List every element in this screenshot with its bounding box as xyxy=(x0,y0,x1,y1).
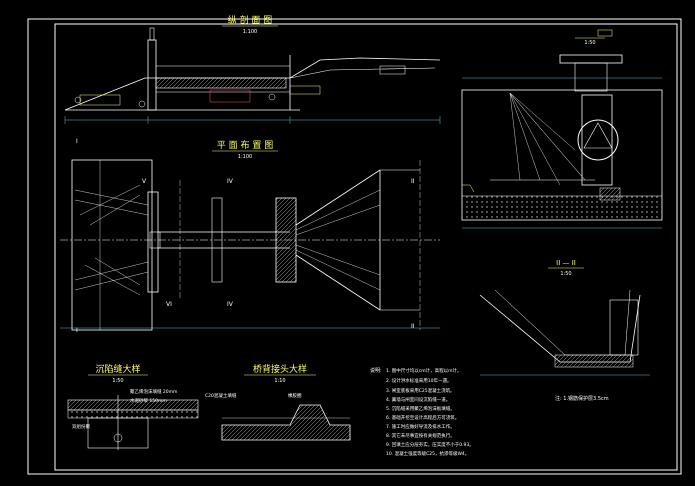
sheet-outer-frame xyxy=(27,18,682,475)
plan-scale: 1:100 xyxy=(238,154,252,160)
plan-view: 平 面 布 置 图 1:100 xyxy=(60,138,440,334)
bridge-note-1: C20混凝土填缝 xyxy=(205,392,237,399)
profile-scale: 1:100 xyxy=(243,29,257,35)
profile-view: 纵 剖 面 图 1:100 xyxy=(64,14,441,124)
note-line-8: 8. 其它未尽事宜按有关规范执行。 xyxy=(386,432,455,439)
notes-heading: 说明: xyxy=(370,367,382,374)
profile-title: 纵 剖 面 图 xyxy=(228,14,273,26)
notes-block: 说明: 1. 图中尺寸均以cm计，高程以m计。 2. 设计洪水标准采用10年一遇… xyxy=(370,367,474,457)
section-I-view: 1:50 xyxy=(461,29,663,229)
section-mark-I-top: I xyxy=(76,138,78,145)
note-line-9: 9. 回填土应分层夯实，压实度不小于0.93。 xyxy=(386,441,474,448)
plan-title: 平 面 布 置 图 xyxy=(217,139,273,151)
joint-scale: 1:50 xyxy=(112,378,123,384)
section-2-title: II — II xyxy=(556,259,576,267)
section-mark-IV-top: IV xyxy=(227,178,234,185)
joint-title: 沉陷缝大样 xyxy=(95,363,140,375)
joint-note-2: 水泥砂浆 150mm xyxy=(130,397,167,404)
note-line-4: 4. 翼墙与闸室间设沉陷缝一道。 xyxy=(386,396,450,403)
bridge-scale: 1:10 xyxy=(274,378,285,384)
note-line-6: 6. 基础开挖至设计高程后方可浇筑。 xyxy=(386,414,459,421)
note-line-1: 1. 图中尺寸均以cm计，高程以m计。 xyxy=(386,367,461,374)
joint-detail-view: 沉陷缝大样 1:50 聚乙烯泡沫填缝 20mm 水泥砂浆 150mm 双组份聚 xyxy=(67,363,199,450)
bridge-note-2: 橡胶圈 xyxy=(288,392,302,399)
joint-note-1: 聚乙烯泡沫填缝 20mm xyxy=(130,388,177,395)
section-II-view: II — II 1:50 注: 1.钢筋保护层3.5cm xyxy=(479,259,650,402)
note-line-5: 5. 沉陷缝采用聚乙烯泡沫板填缝。 xyxy=(386,405,455,412)
section-mark-VI: VI xyxy=(166,301,172,308)
bridge-title: 桥背接头大样 xyxy=(253,363,307,375)
section-mark-II-bottom: II xyxy=(411,323,415,330)
section-mark-V: V xyxy=(142,178,147,185)
note-line-2: 2. 设计洪水标准采用10年一遇。 xyxy=(386,377,451,384)
note-line-10: 10. 混凝土强度等级C25，抗渗等级W4。 xyxy=(386,450,469,457)
section-mark-IV-bottom: IV xyxy=(227,301,234,308)
section-mark-I-bottom: I xyxy=(76,327,78,334)
joint-note-3: 双组份聚 xyxy=(72,423,90,430)
note-line-3: 3. 闸室底板采用C25混凝土浇筑。 xyxy=(386,387,455,394)
section-mark-II-top: II xyxy=(411,178,415,185)
note-line-7: 7. 施工时应做好导流及排水工作。 xyxy=(386,423,455,430)
section-1-scale: 1:50 xyxy=(584,40,595,46)
bridge-head-detail-view: 桥背接头大样 1:10 C20混凝土填缝 橡胶圈 xyxy=(205,363,351,441)
section-2-note: 注: 1.钢筋保护层3.5cm xyxy=(555,395,609,402)
section-2-scale: 1:50 xyxy=(560,271,571,277)
sheet-inner-frame xyxy=(54,23,678,471)
